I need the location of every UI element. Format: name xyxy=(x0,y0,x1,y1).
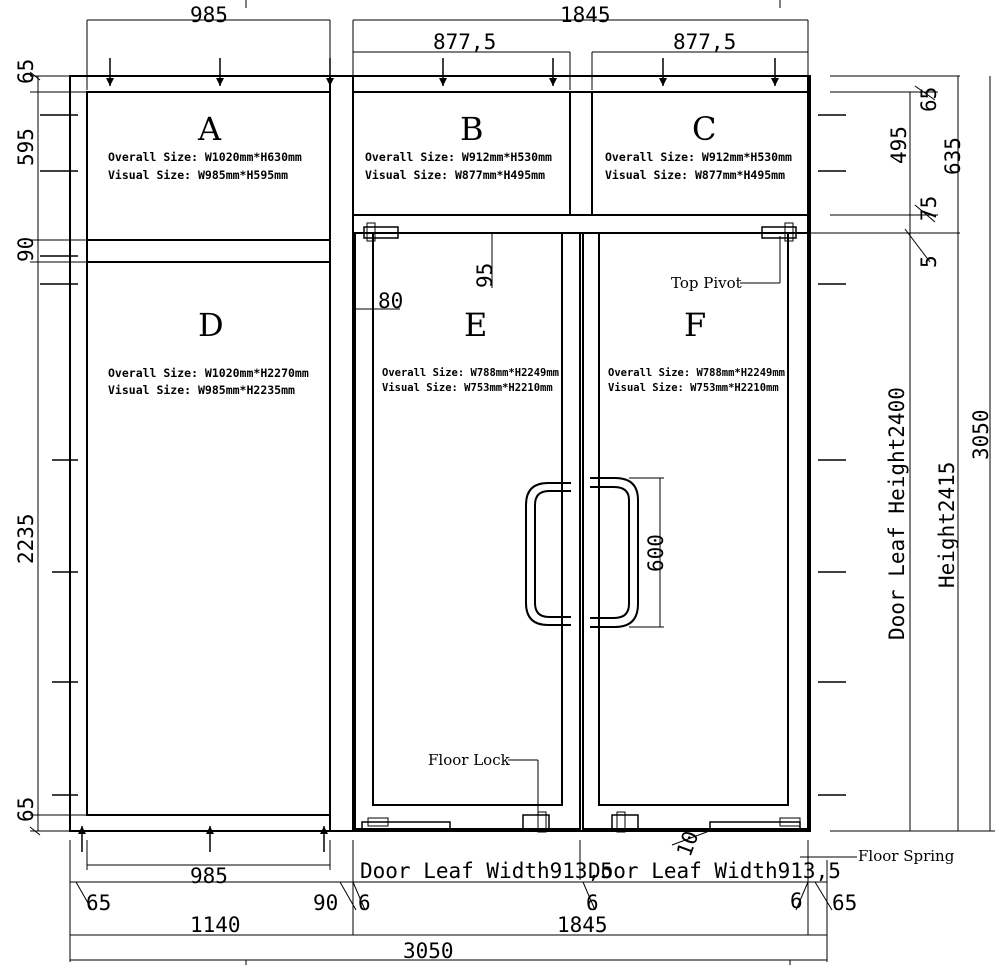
height-2415-label: Height2415 xyxy=(935,462,959,588)
dim-b-width: 877,5 xyxy=(433,30,496,54)
inner-dimensions xyxy=(355,233,713,846)
panel-b-letter: B xyxy=(460,110,484,148)
dim-10: 10 xyxy=(672,828,703,860)
dim-bottom-6-left: 6 xyxy=(358,891,371,915)
panel-a-letter: A xyxy=(197,110,222,148)
door-leaf-height-label: Door Leaf Height2400 xyxy=(885,387,909,640)
panel-c-letter: C xyxy=(692,110,716,148)
panel-e-visual: Visual Size: W753mm*H2210mm xyxy=(382,382,553,394)
panel-e-letter: E xyxy=(464,306,487,344)
floor-lock-callout: Floor Lock xyxy=(428,751,511,769)
door-leaf-width-right: Door Leaf Width913,5 xyxy=(588,859,841,883)
dim-top-left-985: 985 xyxy=(190,3,228,27)
panel-d: D Overall Size: W1020mm*H2270mm Visual S… xyxy=(108,306,309,397)
dim-left-2235: 2235 xyxy=(14,513,38,564)
dim-handle-600: 600 xyxy=(644,534,668,572)
callout-leaders xyxy=(508,236,781,820)
panel-c: C Overall Size: W912mm*H530mm Visual Siz… xyxy=(605,110,792,182)
dim-left-595: 595 xyxy=(14,128,38,166)
outer-frame xyxy=(69,75,811,832)
panel-f-letter: F xyxy=(684,306,706,344)
door-leaf-width-left: Door Leaf Width913,5 xyxy=(360,859,613,883)
panel-f-visual: Visual Size: W753mm*H2210mm xyxy=(608,382,779,394)
dim-right-65: 65 xyxy=(917,87,941,112)
dim-left-90: 90 xyxy=(14,237,38,262)
panel-a-overall: Overall Size: W1020mm*H630mm xyxy=(108,150,302,164)
panel-d-visual: Visual Size: W985mm*H2235mm xyxy=(108,383,295,397)
dim-right-3050: 3050 xyxy=(969,409,993,460)
dim-right-495: 495 xyxy=(887,126,911,164)
dim-95: 95 xyxy=(473,263,497,288)
top-pivot-callout: Top Pivot xyxy=(671,274,742,292)
bottom-dimensions xyxy=(69,840,857,965)
panel-f-overall: Overall Size: W788mm*H2249mm xyxy=(608,367,785,379)
panel-a-visual: Visual Size: W985mm*H595mm xyxy=(108,168,288,182)
door-handles xyxy=(525,477,664,628)
panel-b-overall: Overall Size: W912mm*H530mm xyxy=(365,150,552,164)
panel-f: F Overall Size: W788mm*H2249mm Visual Si… xyxy=(608,306,785,394)
panel-e-overall: Overall Size: W788mm*H2249mm xyxy=(382,367,559,379)
panel-d-overall: Overall Size: W1020mm*H2270mm xyxy=(108,366,309,380)
panel-c-overall: Overall Size: W912mm*H530mm xyxy=(605,150,792,164)
dim-bottom-985: 985 xyxy=(190,864,228,888)
dim-bottom-65-left: 65 xyxy=(86,891,111,915)
dim-bottom-6-right: 6 xyxy=(790,889,803,913)
panel-b-visual: Visual Size: W877mm*H495mm xyxy=(365,168,545,182)
dim-bottom-1140: 1140 xyxy=(190,913,241,937)
left-dimensions xyxy=(29,71,87,836)
dim-right-635: 635 xyxy=(941,137,965,175)
top-dimensions xyxy=(86,0,809,90)
dim-bottom-65-right: 65 xyxy=(832,891,857,915)
dim-right-75: 75 xyxy=(917,196,941,221)
dim-80: 80 xyxy=(378,289,403,313)
dim-right-5: 5 xyxy=(917,255,941,268)
dim-top-right-1845: 1845 xyxy=(560,3,611,27)
panel-c-visual: Visual Size: W877mm*H495mm xyxy=(605,168,785,182)
dim-bottom-90: 90 xyxy=(313,891,338,915)
floor-spring-callout: Floor Spring xyxy=(858,847,955,865)
dim-bottom-6-mid: 6 xyxy=(586,891,599,915)
right-dimensions xyxy=(808,75,995,832)
dim-bottom-1845: 1845 xyxy=(557,913,608,937)
panel-d-letter: D xyxy=(198,306,224,344)
dim-left-65-bottom: 65 xyxy=(14,797,38,822)
panel-b: B Overall Size: W912mm*H530mm Visual Siz… xyxy=(365,110,552,182)
dim-left-65-top: 65 xyxy=(14,59,38,84)
dim-bottom-3050: 3050 xyxy=(403,939,454,963)
dim-c-width: 877,5 xyxy=(673,30,736,54)
panel-e: E Overall Size: W788mm*H2249mm Visual Si… xyxy=(382,306,559,394)
door-leaves xyxy=(354,232,809,830)
door-hardware xyxy=(361,222,801,833)
panel-a: A Overall Size: W1020mm*H630mm Visual Si… xyxy=(108,110,302,182)
